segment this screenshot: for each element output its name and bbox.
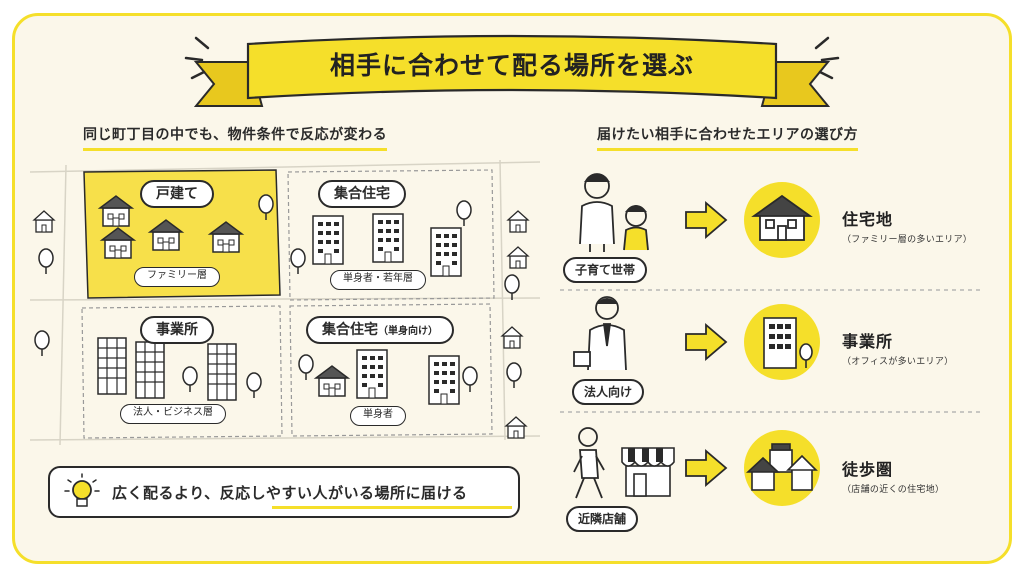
title-banner: 相手に合わせて配る場所を選ぶ [0,0,1024,130]
area-desc-residential: （ファミリー層の多いエリア） [842,235,973,245]
segment-label-business: 法人向け [572,379,645,405]
tip-underline [272,506,512,509]
walking-person-icon [573,427,605,499]
office-building-icon [763,317,813,369]
block-office-audience: 法人・ビジネス層 [120,404,226,424]
block-single-apartment-sub: （単身向け） [378,326,438,337]
sparkle-left-icon [184,36,210,80]
segment-label-families: 子育て世帯 [563,257,648,283]
page-title: 相手に合わせて配る場所を選ぶ [329,51,694,80]
block-detached-label: 戸建て [140,180,214,208]
tip-box: 広く配るより、反応しやすい人がいる場所に届ける [48,466,520,518]
block-apartment-audience: 単身者・若年層 [330,270,426,290]
family-icon [579,173,649,252]
area-name-residential: 住宅地 [842,210,894,229]
block-single-apartment-name: 集合住宅 [322,322,378,338]
neighborhood-map [29,159,540,446]
ribbon-graphic [184,34,840,107]
segment-label-local-shops: 近隣店舗 [566,506,639,532]
area-desc-office: （オフィスが多いエリア） [842,357,954,367]
shop-icon [621,447,675,497]
block-detached-highlight [83,169,281,299]
arrow-right-icon [685,323,728,361]
tip-text: 広く配るより、反応しやすい人がいる場所に届ける [112,484,468,502]
businessman-icon [573,296,627,371]
area-desc-walking: （店舗の近くの住宅地） [842,485,945,495]
block-detached-audience: ファミリー層 [134,267,220,287]
sparkle-right-icon [814,36,840,80]
block-apartment-label: 集合住宅 [318,180,406,208]
area-name-office: 事業所 [842,332,894,351]
block-office-label: 事業所 [140,316,214,344]
arrow-right-icon [685,201,728,239]
block-single-apartment-label: 集合住宅（単身向け） [306,316,454,344]
arrow-right-icon [685,449,728,487]
area-name-walking: 徒歩圏 [842,460,894,479]
right-section-heading: 届けたい相手に合わせたエリアの選び方 [597,124,858,151]
left-section-heading: 同じ町丁目の中でも、物件条件で反応が変わる [83,124,388,151]
block-single-apartment-audience: 単身者 [350,406,406,426]
lightbulb-icon [64,473,100,507]
house-icon [751,194,813,241]
neighborhood-icon [745,443,818,491]
